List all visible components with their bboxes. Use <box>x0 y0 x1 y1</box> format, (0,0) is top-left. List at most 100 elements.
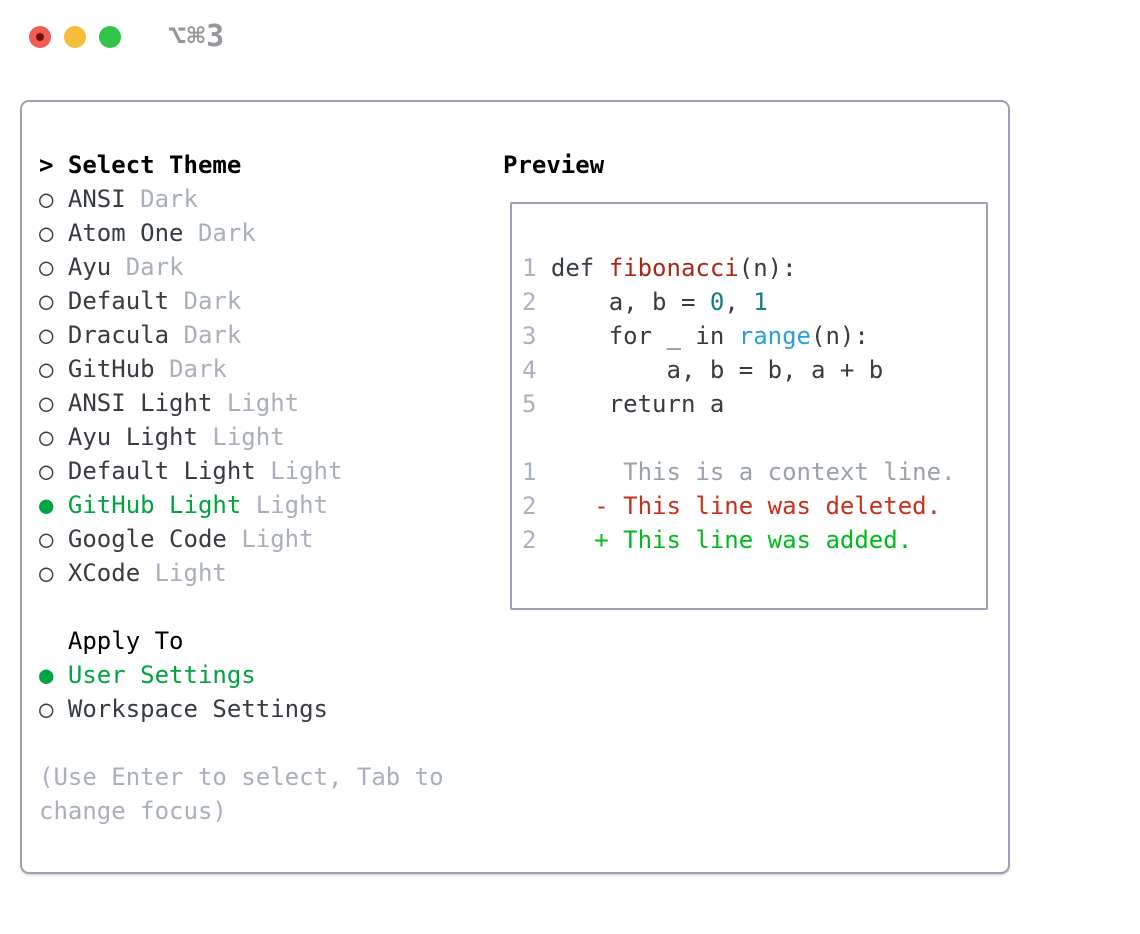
select-theme-header: > Select Theme <box>39 148 489 182</box>
preview-header: Preview <box>503 151 605 179</box>
radio-marker-icon: ○ <box>39 253 54 281</box>
select-theme-header-label: Select Theme <box>67 151 242 179</box>
theme-item-xcode[interactable]: ○ XCode Light <box>39 556 489 590</box>
titlebar: ⌥⌘3 <box>0 0 1140 97</box>
theme-name: Dracula <box>67 321 170 349</box>
code-segment-text: (n): <box>738 254 797 282</box>
theme-variant: Dark <box>140 185 198 213</box>
diff-line-context: 1 This is a context line. <box>522 455 986 489</box>
radio-marker-icon: ● <box>39 491 54 519</box>
line-number: 5 <box>522 390 537 418</box>
theme-list: ○ ANSI Dark○ Atom One Dark○ Ayu Dark○ De… <box>39 182 489 590</box>
code-segment-func: fibonacci <box>608 254 739 282</box>
theme-item-ayu-light[interactable]: ○ Ayu Light Light <box>39 420 489 454</box>
code-segment-text: a, b = <box>550 288 710 316</box>
code-line: 3 for _ in range(n): <box>522 319 986 353</box>
theme-selector-column: > Select Theme ○ ANSI Dark○ Atom One Dar… <box>39 148 489 828</box>
theme-item-ansi-light[interactable]: ○ ANSI Light Light <box>39 386 489 420</box>
radio-marker-icon: ○ <box>39 423 54 451</box>
apply-option-label: User Settings <box>67 661 256 689</box>
code-line: 1 def fibonacci(n): <box>522 251 986 285</box>
radio-marker-icon: ○ <box>39 389 54 417</box>
spacer <box>522 421 986 455</box>
line-number: 4 <box>522 356 537 384</box>
code-segment-builtin: range <box>738 322 811 350</box>
main-panel: > Select Theme ○ ANSI Dark○ Atom One Dar… <box>20 100 1010 874</box>
theme-item-default-light[interactable]: ○ Default Light Light <box>39 454 489 488</box>
help-text-line-2: change focus) <box>39 797 227 825</box>
code-segment-text: a, b = b, a + b <box>550 356 884 384</box>
theme-variant: Light <box>212 423 285 451</box>
radio-marker-icon: ● <box>39 661 54 689</box>
theme-item-github[interactable]: ○ GitHub Dark <box>39 352 489 386</box>
line-number: 2 <box>522 288 537 316</box>
radio-marker-icon: ○ <box>39 559 54 587</box>
theme-name: Google Code <box>67 525 227 553</box>
code-segment-text: for _ in <box>550 322 739 350</box>
line-number: 2 <box>522 492 537 520</box>
radio-marker-icon: ○ <box>39 457 54 485</box>
line-number: 1 <box>522 458 537 486</box>
theme-item-google-code[interactable]: ○ Google Code Light <box>39 522 489 556</box>
diff-block: 1 This is a context line.2 - This line w… <box>522 455 986 557</box>
theme-name: Atom One <box>67 219 184 247</box>
minimize-button[interactable] <box>64 26 86 48</box>
diff-text: + This line was added. <box>550 526 913 554</box>
diff-text: - This line was deleted. <box>550 492 942 520</box>
theme-item-ayu[interactable]: ○ Ayu Dark <box>39 250 489 284</box>
theme-variant: Dark <box>169 355 227 383</box>
window-title: ⌥⌘3 <box>168 19 226 54</box>
theme-name: Default <box>67 287 170 315</box>
theme-item-github-light[interactable]: ● GitHub Light Light <box>39 488 489 522</box>
apply-option-user-settings[interactable]: ● User Settings <box>39 658 489 692</box>
apply-to-header-label: Apply To <box>67 627 184 655</box>
theme-variant: Light <box>270 457 343 485</box>
apply-to-list: ● User Settings○ Workspace Settings <box>39 658 489 726</box>
theme-name: Default Light <box>67 457 256 485</box>
theme-variant: Light <box>154 559 227 587</box>
code-line: 5 return a <box>522 387 986 421</box>
preview-column: Preview <box>503 148 993 182</box>
theme-variant: Light <box>255 491 328 519</box>
theme-item-dracula[interactable]: ○ Dracula Dark <box>39 318 489 352</box>
apply-option-workspace-settings[interactable]: ○ Workspace Settings <box>39 692 489 726</box>
apply-option-label: Workspace Settings <box>67 695 328 723</box>
diff-line-deleted: 2 - This line was deleted. <box>522 489 986 523</box>
close-button[interactable] <box>29 26 51 48</box>
radio-marker-icon: ○ <box>39 321 54 349</box>
spacer <box>39 590 489 624</box>
theme-item-default[interactable]: ○ Default Dark <box>39 284 489 318</box>
theme-item-atom-one[interactable]: ○ Atom One Dark <box>39 216 489 250</box>
radio-marker-icon: ○ <box>39 287 54 315</box>
apply-to-header: Apply To <box>39 624 489 658</box>
theme-variant: Dark <box>183 321 242 349</box>
theme-variant: Light <box>241 525 314 553</box>
code-segment-text: return a <box>550 390 725 418</box>
theme-variant: Dark <box>183 287 242 315</box>
theme-variant: Dark <box>197 219 256 247</box>
radio-marker-icon: ○ <box>39 525 54 553</box>
theme-name: GitHub <box>67 355 155 383</box>
code-segment-num: 1 <box>753 288 768 316</box>
radio-marker-icon: ○ <box>39 695 54 723</box>
radio-marker-icon: ○ <box>39 355 54 383</box>
line-number: 2 <box>522 526 537 554</box>
theme-name: Ayu <box>67 253 112 281</box>
code-line: 2 a, b = 0, 1 <box>522 285 986 319</box>
code-segment-text: def <box>550 254 609 282</box>
prompt-icon: > <box>39 151 54 179</box>
theme-name: XCode <box>67 559 141 587</box>
radio-marker-icon: ○ <box>39 219 54 247</box>
zoom-button[interactable] <box>99 26 121 48</box>
theme-item-ansi[interactable]: ○ ANSI Dark <box>39 182 489 216</box>
spacer <box>39 726 489 760</box>
theme-variant: Light <box>226 389 300 417</box>
radio-marker-icon: ○ <box>39 185 54 213</box>
code-line: 4 a, b = b, a + b <box>522 353 986 387</box>
help-text-line-1: (Use Enter to select, Tab to <box>39 763 444 791</box>
code-segment-text: , <box>724 288 754 316</box>
theme-name: ANSI <box>67 185 126 213</box>
